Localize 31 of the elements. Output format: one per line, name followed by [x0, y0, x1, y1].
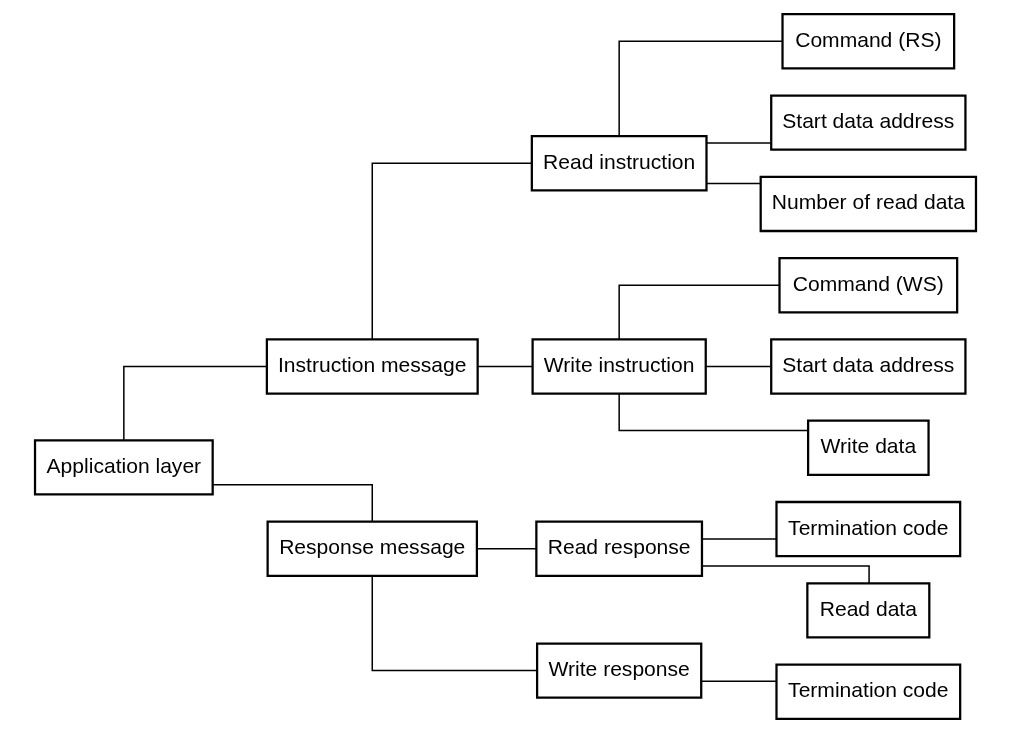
node-box: Start data address	[769, 94, 967, 151]
connector	[475, 547, 537, 550]
connector	[617, 40, 783, 137]
connector	[705, 142, 772, 144]
node-box: Application layer	[33, 439, 214, 496]
node-box: Command (WS)	[777, 256, 958, 314]
connector	[700, 680, 777, 682]
node-box: Write instruction	[530, 338, 707, 395]
node-box: Read instruction	[530, 135, 708, 192]
node-box: Termination code	[774, 663, 961, 720]
node-box: Response message	[266, 520, 478, 577]
connector	[371, 575, 538, 672]
connector	[701, 565, 870, 584]
node-box: Read data	[805, 582, 930, 639]
node-box: Instruction message	[265, 338, 479, 395]
connector	[371, 162, 532, 340]
connector	[211, 483, 373, 522]
connector	[617, 284, 780, 340]
node-box: Command (RS)	[780, 13, 955, 70]
connector	[617, 393, 809, 432]
node-box: Write response	[535, 642, 702, 699]
node-box: Write data	[806, 419, 930, 477]
node-box: Start data address	[769, 338, 967, 395]
node-box: Termination code	[774, 500, 961, 558]
node-box: Number of read data	[759, 175, 977, 233]
connector	[476, 365, 533, 368]
connector	[122, 365, 267, 441]
connector	[705, 365, 772, 368]
node-box: Read response	[534, 520, 703, 577]
connector	[705, 182, 761, 185]
connector	[700, 538, 777, 540]
